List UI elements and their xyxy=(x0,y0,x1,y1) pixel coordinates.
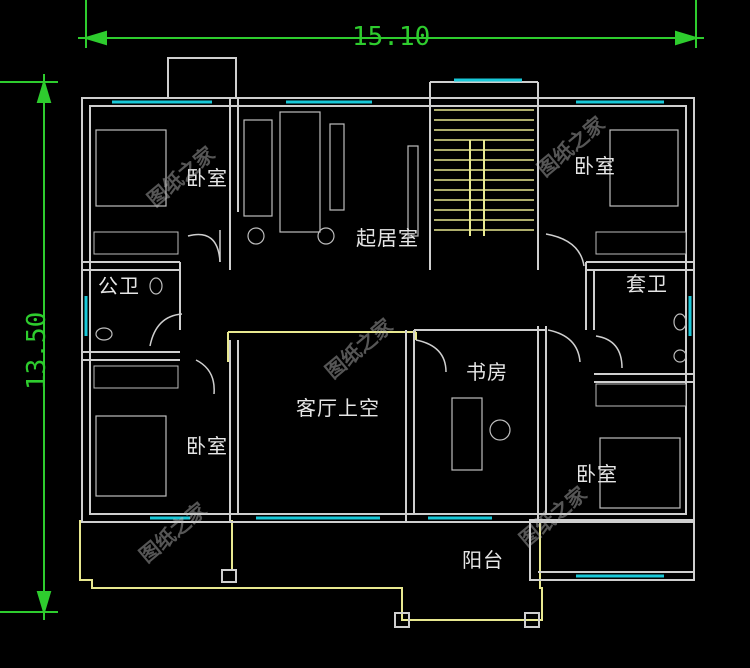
height-dimension-label: 13.50 xyxy=(22,311,52,390)
dimension-lines xyxy=(0,0,704,620)
room-label-hall-void: 客厅上空 xyxy=(296,396,380,420)
windows xyxy=(84,78,692,578)
walls xyxy=(81,57,695,628)
width-dimension-label: 15.10 xyxy=(352,22,431,52)
balcony-railing xyxy=(79,140,543,621)
door-swings xyxy=(149,230,623,395)
room-label-living-room: 起居室 xyxy=(356,226,419,250)
room-label-bedroom-top-right: 卧室 xyxy=(574,154,616,178)
room-label-bedroom-bottom-left: 卧室 xyxy=(186,434,228,458)
room-label-bedroom-top-left: 卧室 xyxy=(186,166,228,190)
room-label-bedroom-bottom-right: 卧室 xyxy=(576,462,618,486)
closets xyxy=(93,231,687,407)
room-label-study: 书房 xyxy=(466,360,508,384)
room-label-balcony: 阳台 xyxy=(462,548,504,572)
furniture xyxy=(95,111,687,509)
room-label-suite-bath: 套卫 xyxy=(626,272,668,296)
room-label-public-bath: 公卫 xyxy=(98,274,140,298)
stair-treads xyxy=(434,109,534,231)
